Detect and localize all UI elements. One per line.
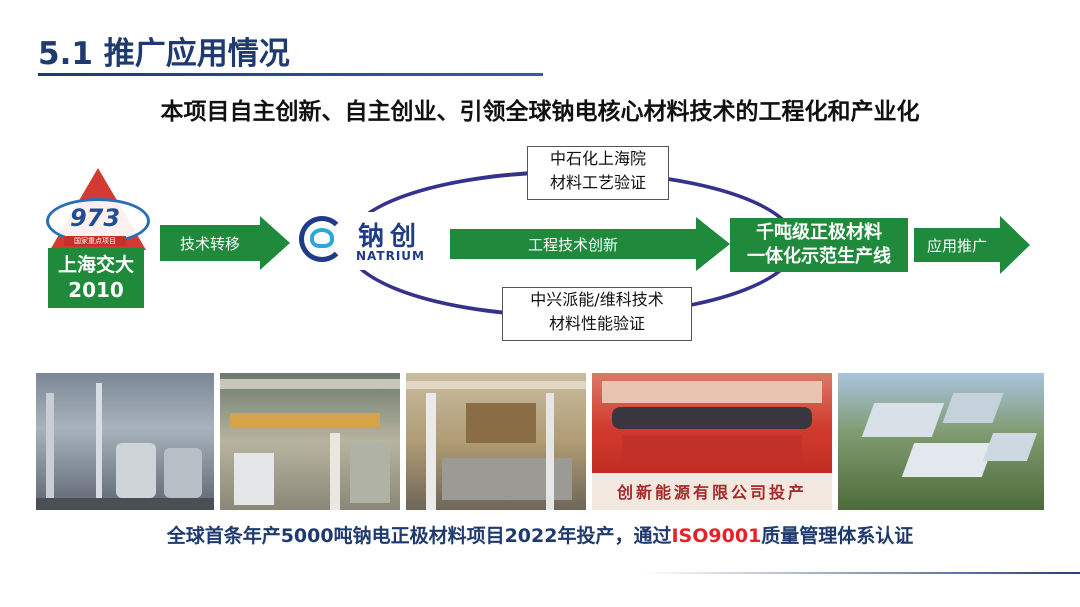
page-title: 5.1 推广应用情况 <box>38 36 290 72</box>
program-number: 973 <box>69 204 121 232</box>
program-tag: 国家重点项目 <box>64 236 126 246</box>
iso-certification: ISO9001 <box>671 525 762 547</box>
arrow-head-icon <box>260 216 290 270</box>
tech-transfer-label: 技术转移 <box>160 225 260 261</box>
photo-production-line <box>220 373 400 510</box>
footer-rule <box>640 572 1080 574</box>
photo-factory-aerial <box>838 373 1044 510</box>
tech-transfer-arrow: 技术转移 <box>160 216 290 270</box>
caption-text-end: 质量管理体系认证 <box>761 525 914 547</box>
zte-name: 中兴派能/维科技术 <box>530 290 664 309</box>
natrium-inner-icon <box>310 228 334 248</box>
page-subtitle: 本项目自主创新、自主创业、引领全球钠电核心材料技术的工程化和产业化 <box>160 99 920 125</box>
origin-year: 2010 <box>68 278 124 302</box>
engineering-innovation-label: 工程技术创新 <box>450 229 696 259</box>
natrium-brand-logo: 钠创 NATRIUM <box>296 212 448 270</box>
application-arrow: 应用推广 <box>914 216 1030 274</box>
title-underline <box>38 73 543 76</box>
sinopec-validation-box: 中石化上海院 材料工艺验证 <box>527 146 669 200</box>
zte-validation-box: 中兴派能/维科技术 材料性能验证 <box>502 287 692 341</box>
orbit-ring-icon <box>46 198 150 244</box>
zte-role: 材料性能验证 <box>548 314 645 333</box>
natrium-swirl-icon <box>299 216 345 262</box>
engineering-innovation-arrow: 工程技术创新 <box>450 217 730 271</box>
achievement-caption: 全球首条年产5000吨钠电正极材料项目2022年投产，通过ISO9001质量管理… <box>0 521 1080 548</box>
ceremony-banner-text: 创新能源有限公司投产 <box>616 483 807 502</box>
sinopec-role: 材料工艺验证 <box>549 173 646 192</box>
production-line-title: 千吨级正极材料 <box>756 222 882 243</box>
sjtu-origin-logo: 973 国家重点项目 上海交大 2010 <box>40 168 152 310</box>
origin-label-box: 上海交大 2010 <box>48 248 144 308</box>
photo-reactor-hall <box>406 373 586 510</box>
caption-text: 全球首条年产5000吨钠电正极材料项目2022年投产，通过 <box>166 525 672 547</box>
photo-plant-interior <box>36 373 214 510</box>
photo-launch-ceremony: 创新能源有限公司投产 <box>592 373 832 510</box>
origin-name: 上海交大 <box>57 254 134 276</box>
brand-name-cn: 钠创 <box>358 222 423 252</box>
application-label: 应用推广 <box>914 228 1000 262</box>
arrow-head-icon <box>696 217 730 271</box>
production-line-subtitle: 一体化示范生产线 <box>747 246 891 267</box>
arrow-head-icon <box>1000 216 1030 274</box>
brand-name-en: NATRIUM <box>356 249 425 263</box>
production-line-box: 千吨级正极材料 一体化示范生产线 <box>730 218 908 272</box>
sinopec-name: 中石化上海院 <box>549 149 646 168</box>
